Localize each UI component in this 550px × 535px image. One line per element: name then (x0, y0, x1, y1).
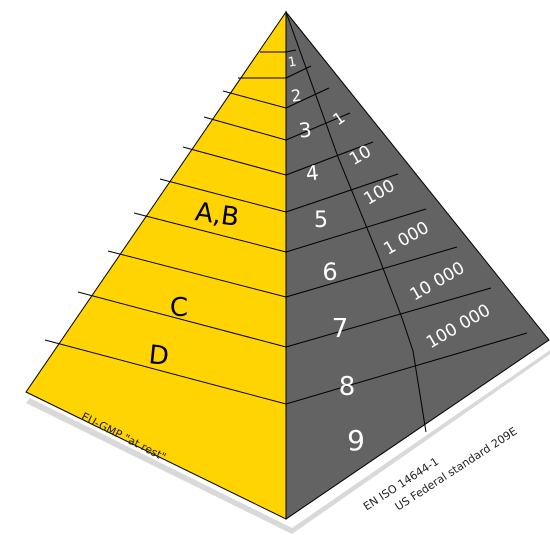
left-face-band-lines (44, 51, 287, 405)
right-face-band-lines (285, 11, 528, 433)
left-face-gmp (25, 10, 287, 520)
iso-class-label: 3 (298, 117, 313, 142)
iso-class-label: 9 (347, 424, 365, 457)
right-band-line (285, 141, 374, 176)
left-band-line (203, 116, 287, 141)
left-band-line (159, 178, 287, 213)
iso-class-label: 6 (322, 258, 337, 286)
right-band-line (285, 332, 528, 405)
left-band-line (222, 90, 287, 109)
iso-class-labels: 1 2 3 4 5 6 7 8 9 (287, 54, 365, 457)
right-band-line (285, 208, 427, 253)
left-band-line (133, 212, 287, 253)
gmp-grade-label: A,B (193, 197, 241, 233)
iso-class-label: 2 (290, 85, 303, 105)
right-band-line (285, 49, 297, 53)
right-band-line (285, 287, 492, 348)
gmp-grade-labels: A,B C D (147, 197, 241, 372)
right-band-line (285, 65, 312, 79)
right-band-line (285, 173, 399, 213)
iso-class-label: 7 (332, 314, 349, 344)
left-band-line (44, 339, 287, 405)
right-band-line (285, 246, 458, 298)
right-band-line (285, 87, 330, 109)
gmp-grade-label: C (170, 293, 188, 323)
iso-class-label: 5 (314, 208, 328, 233)
gmp-grade-label: D (147, 340, 170, 372)
column-divider (285, 11, 427, 433)
left-band-line (182, 146, 287, 176)
right-band-line (285, 112, 351, 141)
left-band-line (77, 291, 287, 348)
iso-class-label: 4 (305, 160, 320, 185)
right-face-iso (285, 10, 550, 520)
iso-class-label: 8 (339, 372, 356, 402)
left-band-line (107, 250, 287, 298)
iso-class-label: 1 (287, 54, 298, 70)
